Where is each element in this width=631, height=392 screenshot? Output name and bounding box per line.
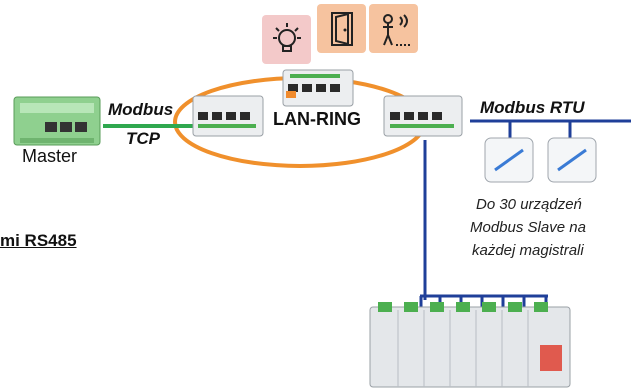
slave-sensor-2 [547,137,597,183]
slave-note-line1: Do 30 urządzeń [476,196,582,213]
door-icon [317,4,366,53]
ring-switch-left [192,95,264,137]
rs485-fragment-label: mi RS485 [0,231,77,250]
io-module-stack [369,302,571,388]
master-label: Master [22,146,78,166]
slave-note-line3: każdej magistrali [472,242,584,259]
modbus-tcp-label-line2: TCP [126,129,160,148]
slave-sensor-1 [484,137,534,183]
person-sensor-icon [369,4,418,53]
ring-switch-right [383,95,463,137]
light-bulb-icon [262,15,311,64]
slave-note-line2: Modbus Slave na [470,219,586,236]
master-device [13,96,101,146]
lan-ring-label: LAN-RING [273,109,361,129]
modbus-tcp-label-line1: Modbus [108,100,174,119]
modbus-rtu-label: Modbus RTU [480,98,585,117]
ring-switch-top [282,69,354,107]
